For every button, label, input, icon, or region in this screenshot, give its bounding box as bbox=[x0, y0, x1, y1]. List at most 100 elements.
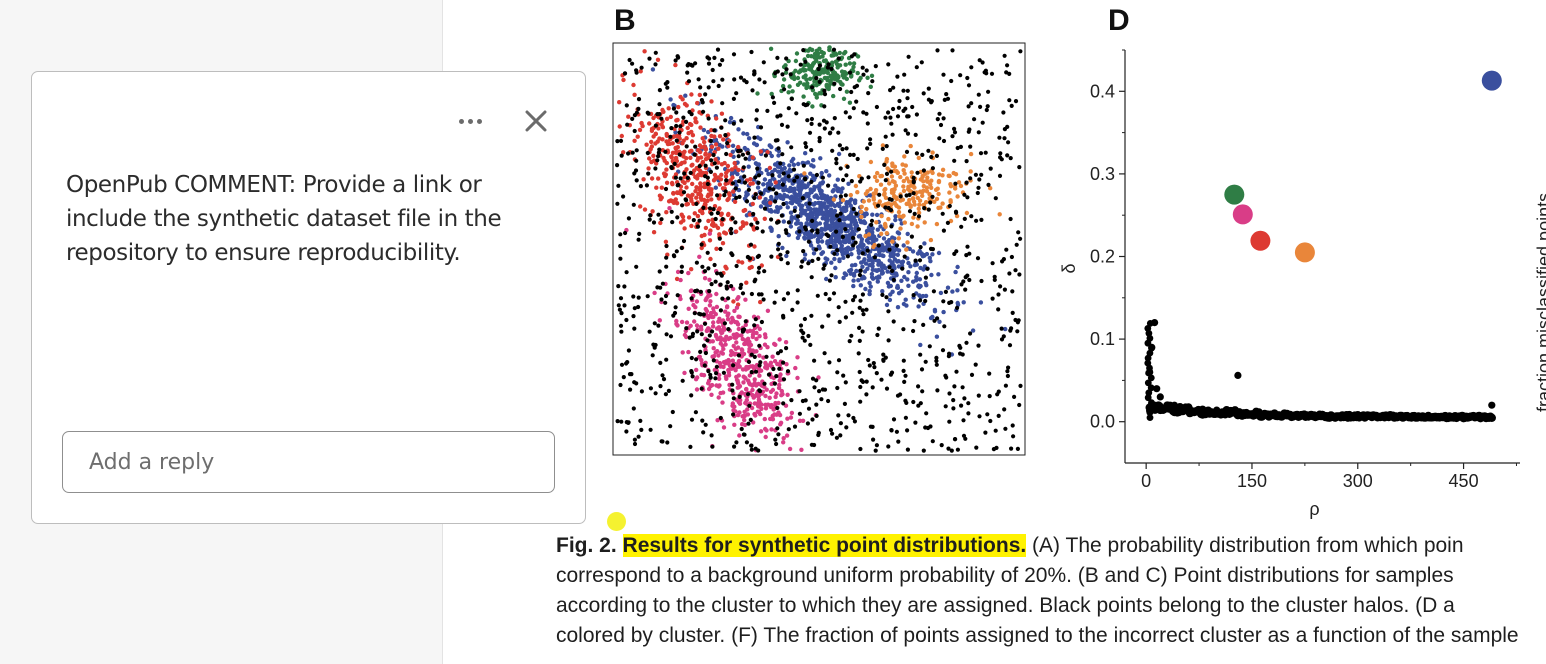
more-options-button[interactable] bbox=[450, 106, 490, 136]
scatter-point bbox=[686, 79, 692, 84]
scatter-point bbox=[767, 186, 772, 191]
scatter-point bbox=[672, 161, 677, 166]
scatter-point bbox=[671, 102, 676, 108]
scatter-point bbox=[969, 372, 975, 377]
scatter-point bbox=[656, 126, 661, 131]
scatter-point bbox=[801, 62, 807, 68]
scatter-point bbox=[1013, 317, 1018, 323]
scatter-point bbox=[781, 313, 786, 318]
scatter-point bbox=[756, 180, 761, 185]
scatter-point bbox=[962, 216, 967, 221]
scatter-point bbox=[657, 112, 662, 117]
scatter-point bbox=[875, 170, 880, 176]
scatter-point bbox=[941, 309, 946, 315]
scatter-point bbox=[775, 405, 780, 411]
scatter-point bbox=[941, 116, 946, 121]
scatter-point bbox=[1007, 343, 1013, 348]
scatter-point bbox=[697, 143, 703, 148]
scatter-point bbox=[927, 255, 932, 261]
scatter-point bbox=[754, 117, 759, 122]
scatter-point bbox=[748, 417, 753, 422]
scatter-point bbox=[814, 172, 819, 178]
scatter-point bbox=[784, 56, 789, 61]
scatter-point bbox=[703, 225, 709, 231]
scatter-point bbox=[718, 364, 724, 369]
scatter-point bbox=[674, 123, 679, 129]
scatter-point bbox=[703, 146, 708, 151]
scatter-point bbox=[769, 91, 774, 97]
scatter-point bbox=[771, 366, 776, 372]
scatter-point bbox=[785, 369, 791, 374]
scatter-point bbox=[859, 204, 864, 209]
scatter-point bbox=[834, 156, 839, 162]
scatter-point bbox=[622, 71, 628, 76]
scatter-point bbox=[767, 165, 773, 171]
scatter-point bbox=[821, 51, 826, 56]
scatter-point bbox=[826, 233, 831, 238]
close-comment-button[interactable] bbox=[516, 104, 556, 140]
scatter-point bbox=[802, 252, 808, 257]
scatter-point bbox=[861, 72, 866, 77]
scatter-point bbox=[835, 224, 840, 229]
scatter-point bbox=[722, 321, 727, 326]
scatter-point bbox=[826, 398, 831, 404]
scatter-point bbox=[828, 244, 833, 249]
scatter-point bbox=[753, 413, 758, 418]
scatter-point bbox=[911, 180, 916, 185]
scatter-point bbox=[955, 194, 960, 199]
scatter-point bbox=[1005, 153, 1010, 158]
scatter-point bbox=[777, 412, 783, 418]
scatter-point bbox=[752, 394, 758, 399]
scatter-point bbox=[695, 224, 701, 229]
scatter-point bbox=[884, 240, 889, 245]
reply-input[interactable] bbox=[62, 431, 555, 493]
scatter-point bbox=[985, 104, 990, 109]
scatter-point bbox=[797, 389, 802, 394]
scatter-point bbox=[987, 394, 992, 399]
scatter-point bbox=[689, 148, 694, 153]
scatter-point bbox=[803, 68, 808, 73]
scatter-point bbox=[776, 146, 781, 151]
scatter-point bbox=[925, 425, 931, 431]
scatter-point bbox=[762, 177, 768, 182]
scatter-point bbox=[763, 153, 768, 158]
scatter-point bbox=[885, 280, 891, 286]
scatter-point bbox=[864, 392, 869, 397]
scatter-point bbox=[795, 82, 801, 87]
scatter-point bbox=[905, 231, 910, 237]
scatter-point bbox=[949, 78, 954, 84]
scatter-point bbox=[616, 303, 621, 308]
scatter-point bbox=[883, 223, 888, 228]
scatter-point bbox=[622, 303, 627, 308]
scatter-point bbox=[965, 244, 970, 249]
scatter-point bbox=[648, 427, 653, 432]
scatter-point bbox=[987, 371, 992, 376]
scatter-point bbox=[882, 191, 887, 196]
halo-point bbox=[1184, 403, 1193, 411]
panel-b-scatter bbox=[612, 42, 1026, 456]
scatter-point bbox=[857, 369, 862, 375]
scatter-point bbox=[1015, 329, 1020, 334]
scatter-point bbox=[730, 403, 735, 408]
scatter-point bbox=[729, 284, 734, 289]
scatter-point bbox=[767, 181, 772, 187]
scatter-point bbox=[684, 320, 690, 325]
scatter-point bbox=[739, 118, 744, 123]
scatter-point bbox=[760, 229, 765, 234]
scatter-point bbox=[801, 163, 806, 168]
scatter-point bbox=[905, 277, 910, 282]
scatter-point bbox=[717, 236, 722, 241]
scatter-point bbox=[634, 264, 639, 269]
scatter-point bbox=[730, 350, 736, 356]
caption-highlighted-title[interactable]: Results for synthetic point distribution… bbox=[622, 534, 1027, 557]
scatter-point bbox=[920, 190, 925, 195]
scatter-point bbox=[615, 201, 620, 206]
scatter-point bbox=[853, 240, 858, 245]
scatter-point bbox=[796, 214, 801, 219]
scatter-point bbox=[965, 273, 970, 278]
scatter-point bbox=[976, 130, 981, 135]
scatter-point bbox=[817, 79, 822, 84]
scatter-point bbox=[983, 68, 988, 73]
scatter-point bbox=[686, 215, 692, 220]
scatter-point bbox=[708, 372, 713, 377]
